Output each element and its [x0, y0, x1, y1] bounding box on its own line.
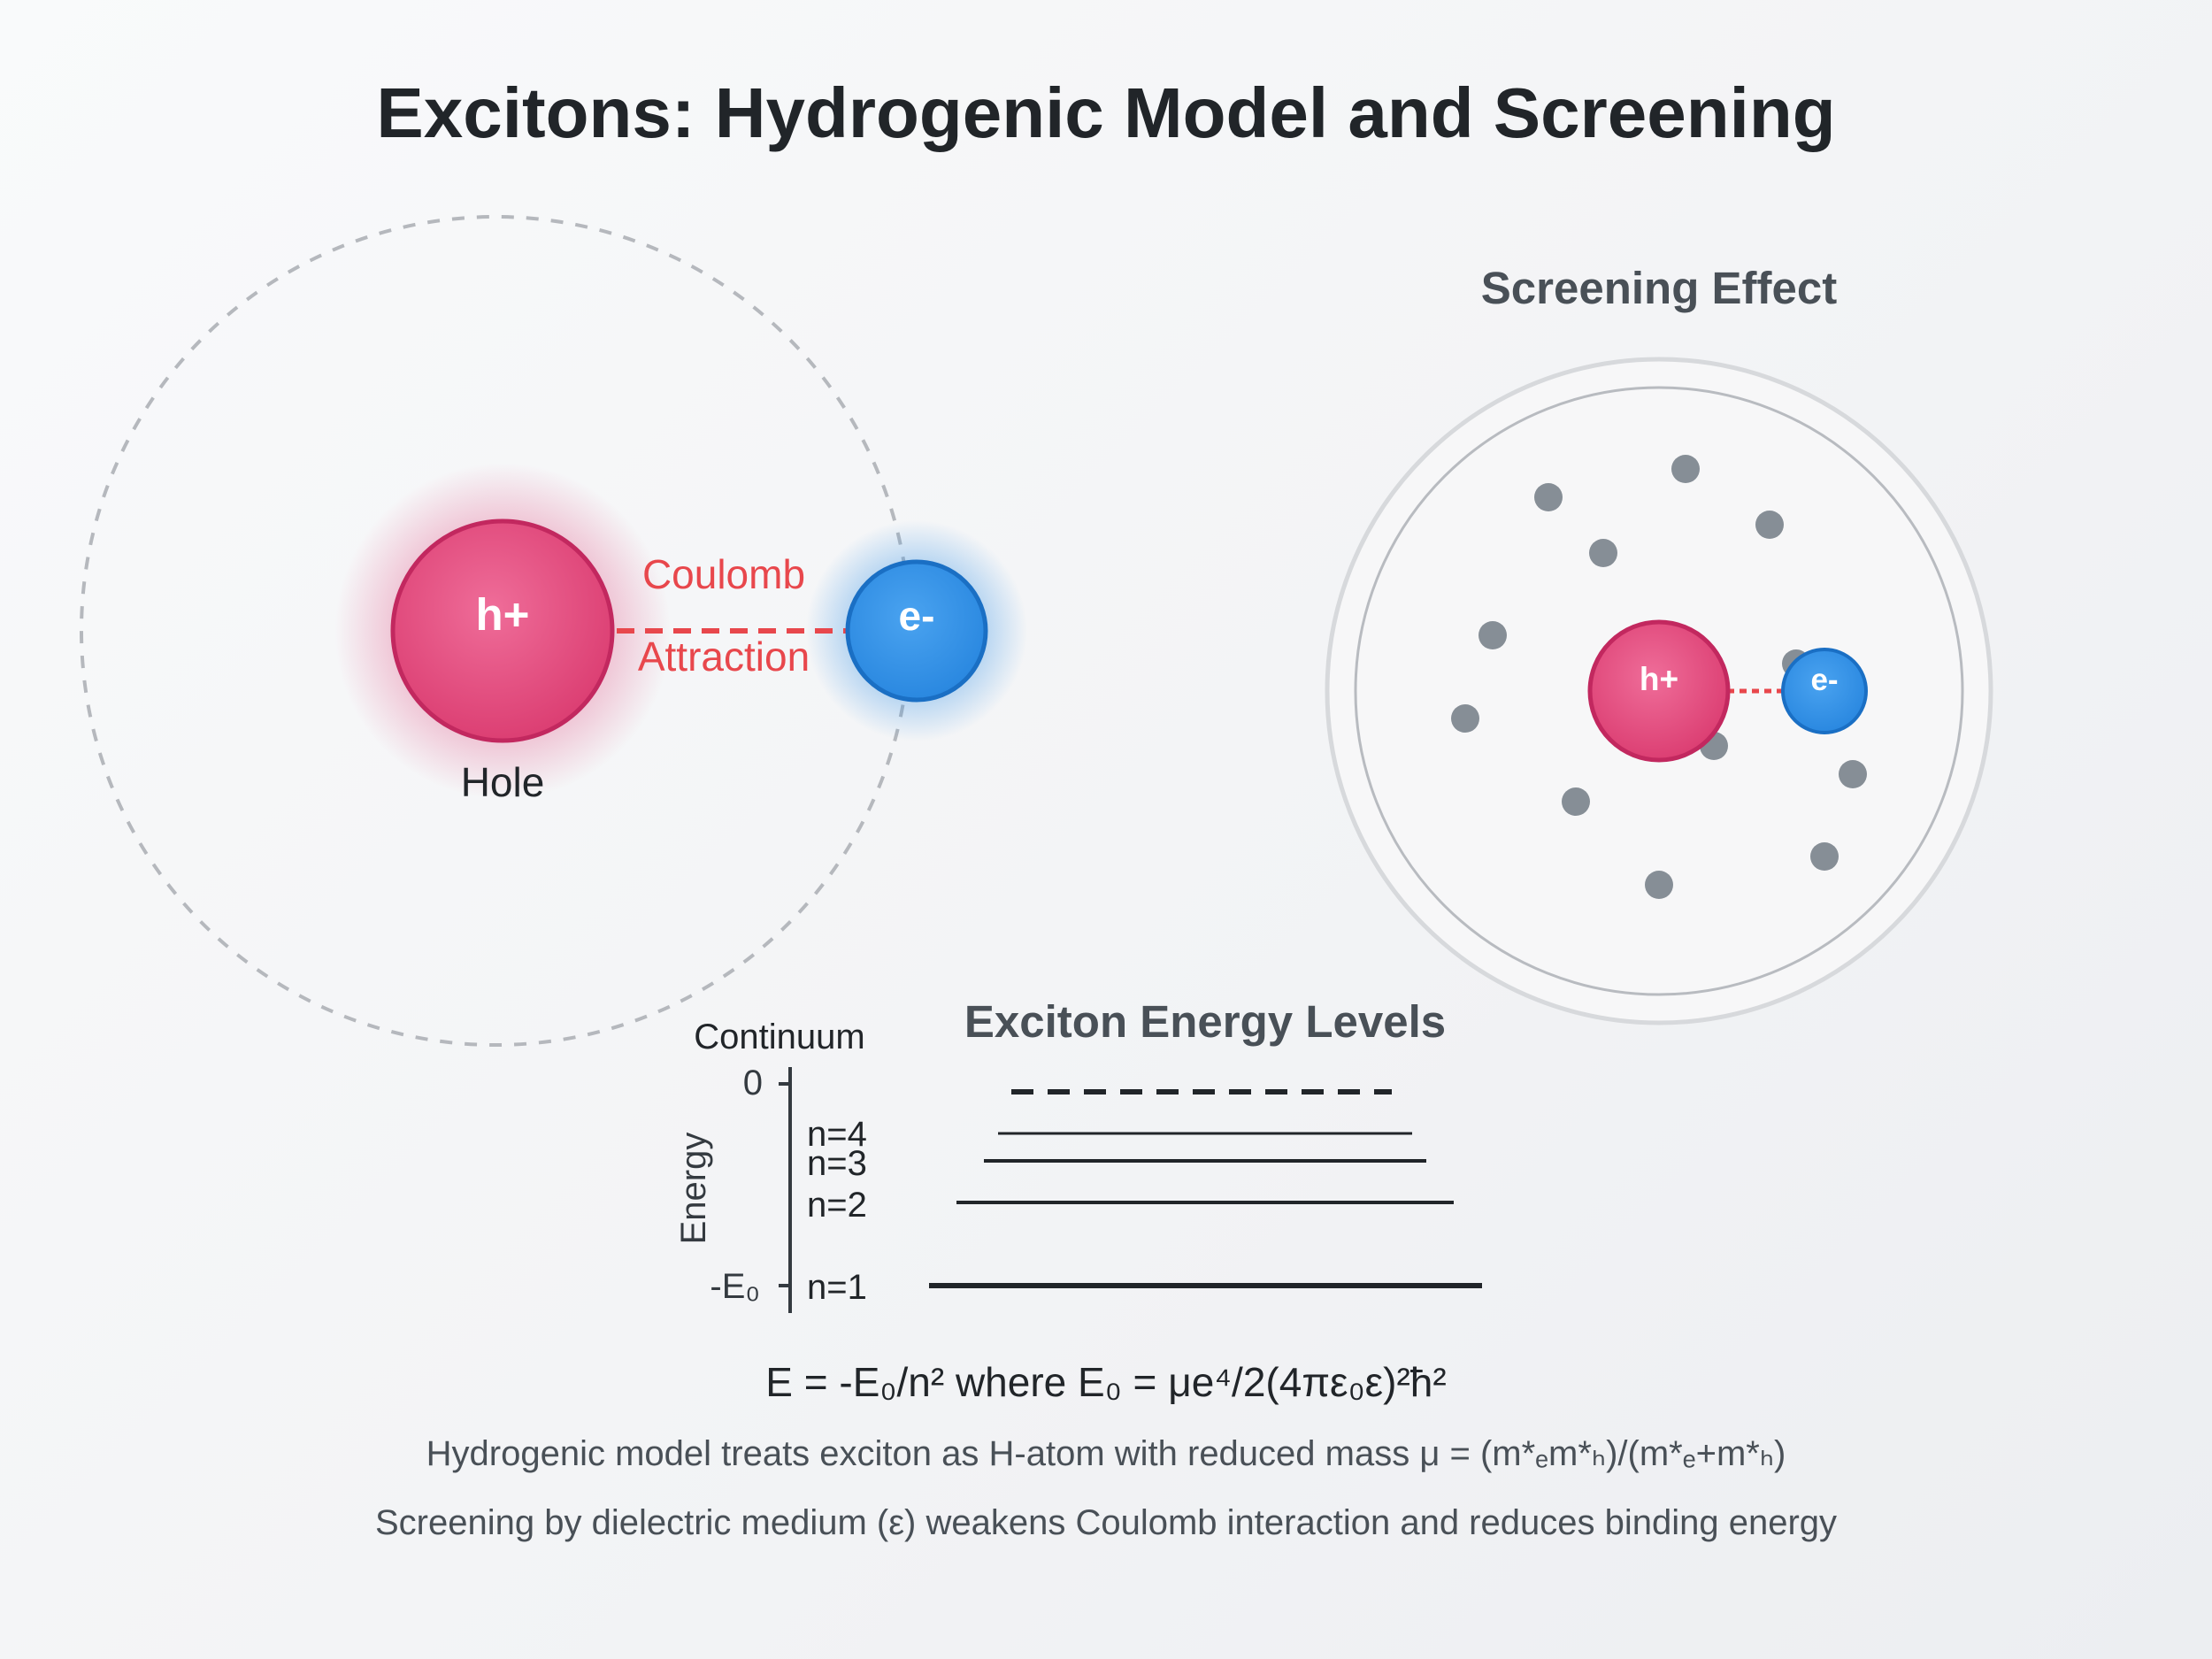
hydrogenic-model: h+ e- Coulomb Attraction Hole	[80, 215, 1027, 1047]
dipole-dot	[1755, 511, 1784, 539]
screening-title: Screening Effect	[1481, 263, 1837, 313]
dipole-dot	[1671, 455, 1700, 483]
electron-particle	[845, 559, 988, 703]
tick-ground-label: -E₀	[710, 1267, 760, 1306]
dipole-dot	[1479, 621, 1507, 649]
energy-axis-label: Energy	[674, 1133, 713, 1245]
hole-particle	[390, 518, 615, 743]
screening-note: Screening by dielectric medium (ε) weake…	[375, 1503, 1837, 1542]
electron-symbol: e-	[899, 593, 935, 639]
energy-formula: E = -E₀/n² where E₀ = μe⁴/2(4πε₀ε)²ħ²	[765, 1359, 1446, 1405]
screening-effect: Screening Effect h+ e-	[1325, 263, 1993, 1025]
dipole-dot	[1451, 704, 1479, 733]
dipole-dot	[1810, 842, 1839, 871]
reduced-mass-note: Hydrogenic model treats exciton as H-ato…	[426, 1434, 1786, 1473]
dipole-dot	[1534, 483, 1563, 511]
screened-electron-symbol: e-	[1810, 663, 1838, 697]
screened-hole-particle	[1587, 619, 1731, 763]
hole-symbol: h+	[476, 589, 530, 640]
tick-zero-label: 0	[743, 1064, 763, 1102]
level-label-n2: n=2	[807, 1186, 867, 1225]
dipole-dot	[1839, 760, 1867, 788]
energy-levels-title: Exciton Energy Levels	[964, 996, 1446, 1047]
screened-electron-particle	[1781, 648, 1868, 734]
screened-hole-symbol: h+	[1640, 661, 1678, 697]
hole-label: Hole	[461, 759, 545, 805]
continuum-label: Continuum	[694, 1018, 864, 1056]
dipole-dot	[1589, 539, 1617, 567]
dipole-dot	[1645, 871, 1673, 899]
energy-level-diagram: Exciton Energy Levels Continuum 0 -E₀ En…	[674, 996, 1482, 1313]
level-label-n3: n=3	[807, 1144, 867, 1183]
page-title: Excitons: Hydrogenic Model and Screening	[376, 73, 1835, 152]
coulomb-label: Coulomb	[642, 551, 805, 597]
level-label-n1: n=1	[807, 1268, 867, 1307]
attraction-label: Attraction	[638, 634, 810, 680]
dipole-dot	[1562, 787, 1590, 816]
level-label-n4: n=4	[807, 1115, 867, 1154]
dielectric-medium-inner	[1354, 386, 1964, 996]
